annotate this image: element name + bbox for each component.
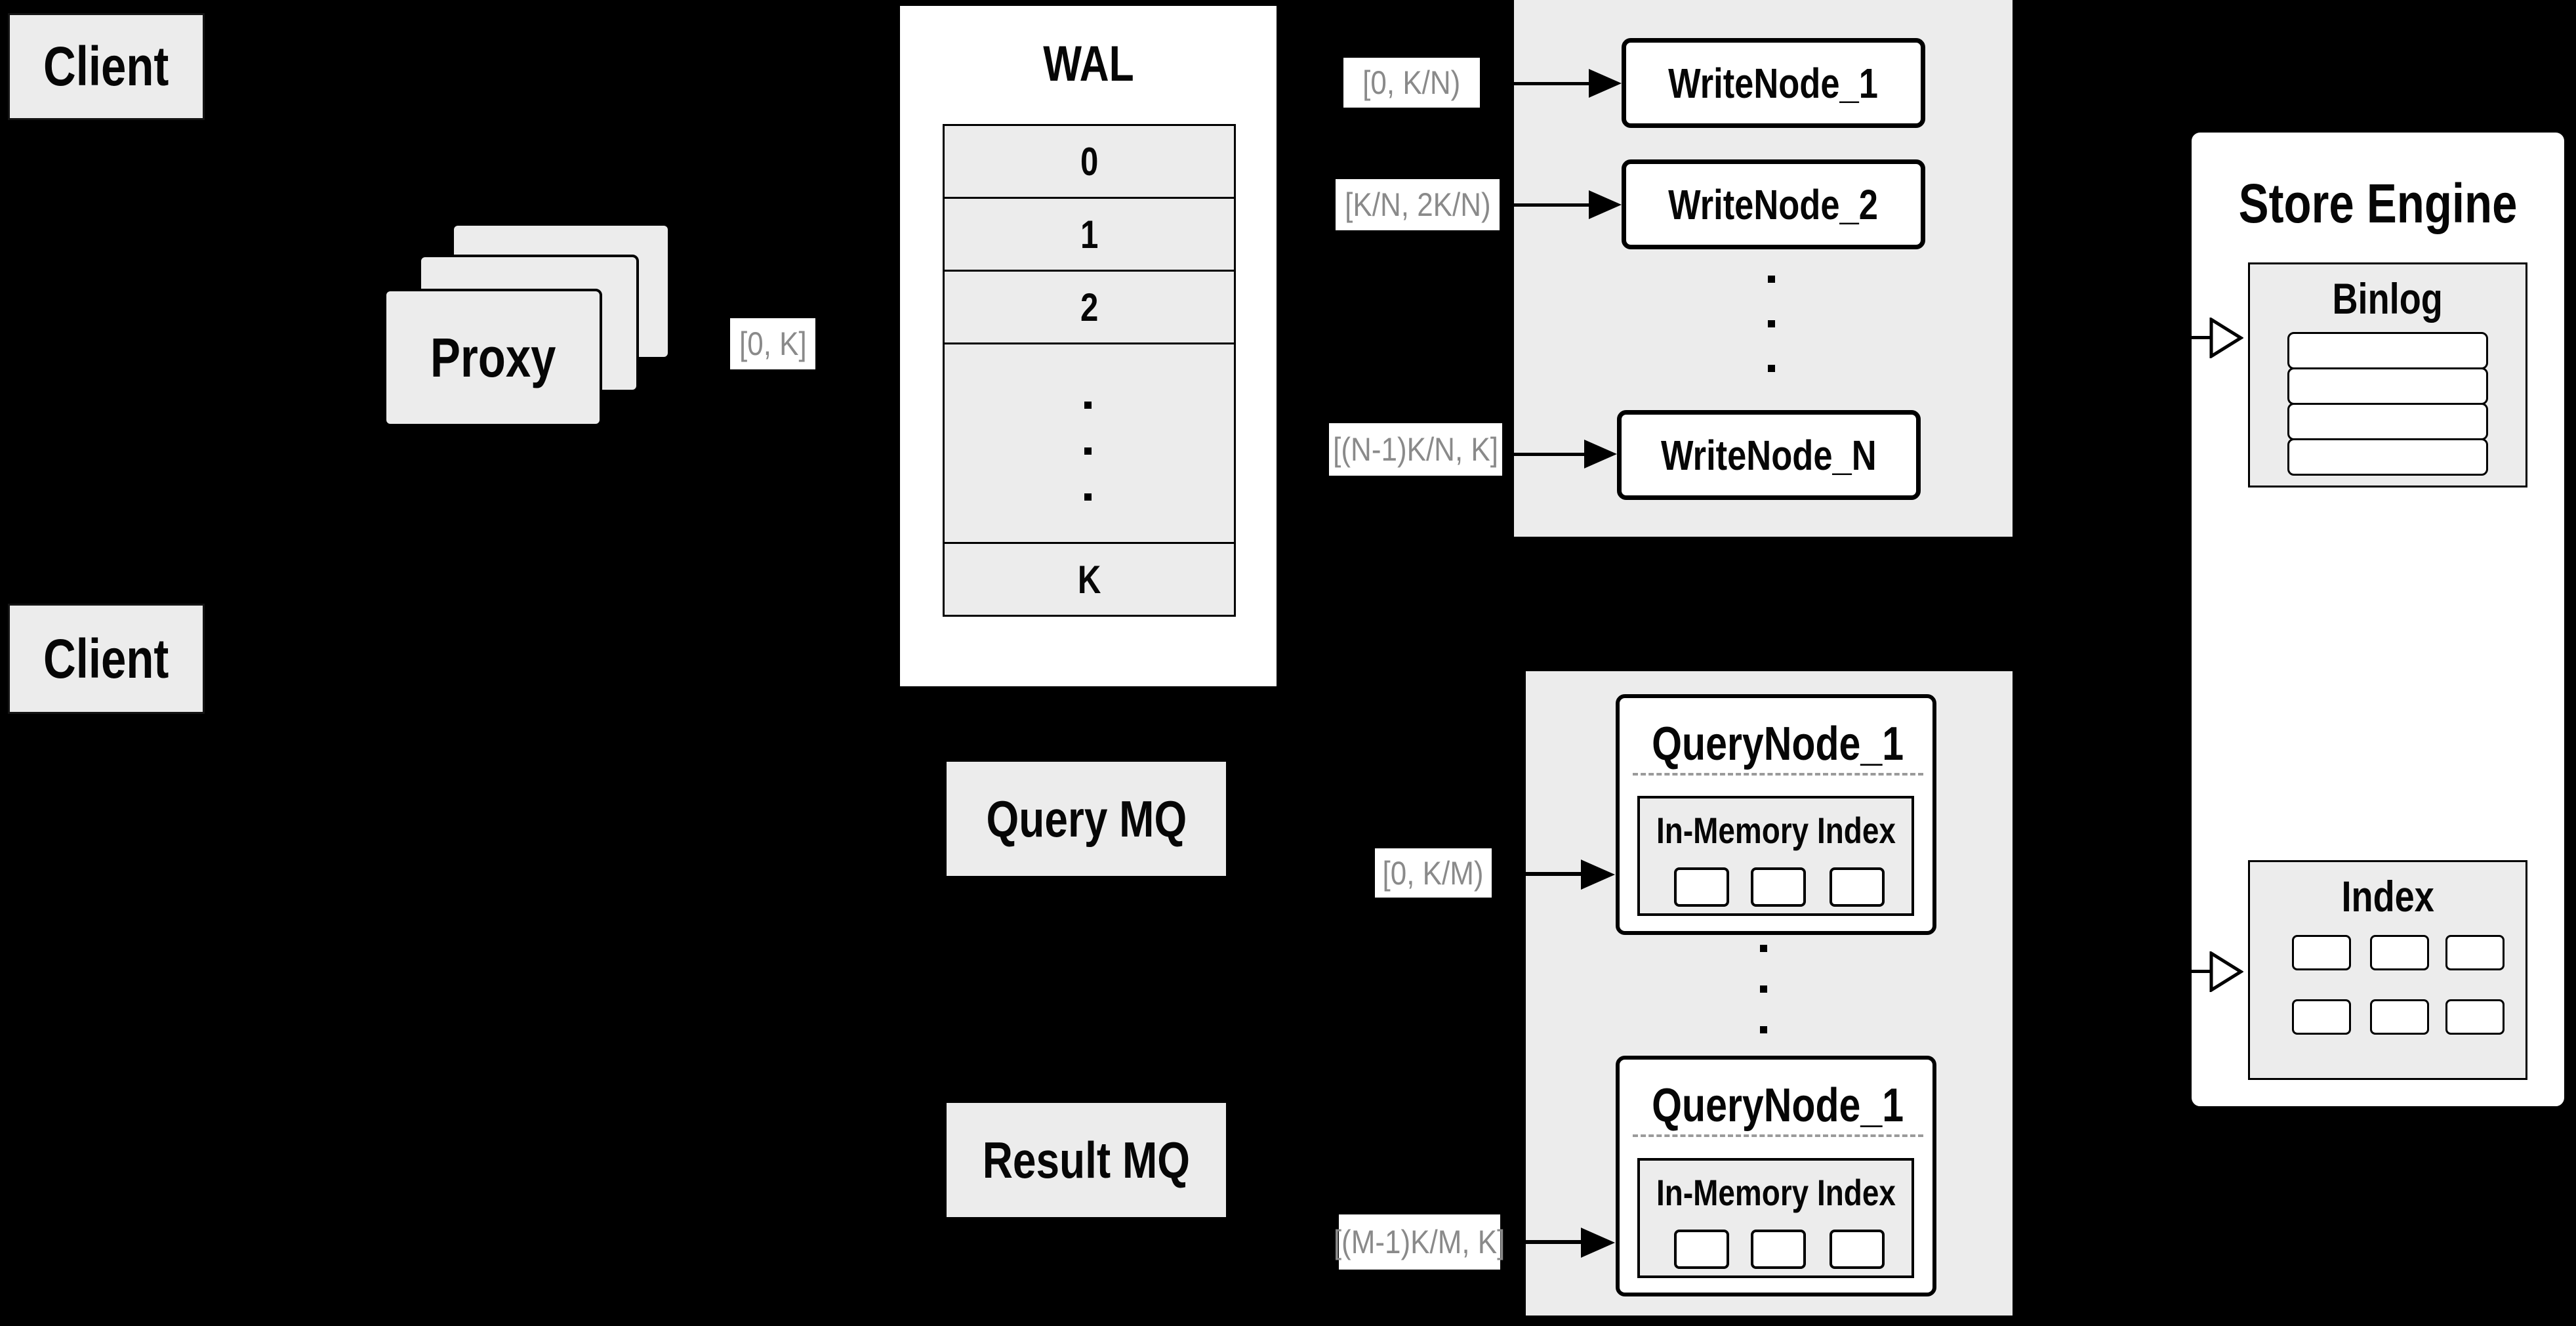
- arrow-icon: [1526, 872, 1582, 876]
- hollow-arrowhead-icon: [2209, 318, 2243, 358]
- arrowhead-icon: [1581, 1228, 1615, 1258]
- hollow-arrowhead-icon: [2209, 951, 2243, 992]
- segment-chip: [1830, 1230, 1885, 1269]
- wal-title-wrap: WAL: [898, 28, 1278, 100]
- arrowhead-icon: [1589, 190, 1622, 219]
- wal-row-0: 0: [943, 124, 1236, 199]
- querynode-ellipsis-dot: [1760, 1026, 1767, 1033]
- querynode-1-title-wrap: QueryNode_1: [1652, 718, 1904, 770]
- arrowhead-icon: [1581, 860, 1615, 890]
- index-chip: [2370, 999, 2429, 1035]
- binlog-rows: [2287, 332, 2488, 476]
- in-memory-index-title-wrap: In-Memory Index: [1656, 1171, 1896, 1213]
- arrow-icon: [1526, 1240, 1582, 1244]
- dashed-separator: [1633, 1134, 1923, 1137]
- writenode-n: WriteNode_N: [1617, 410, 1921, 500]
- segment-chip: [1751, 867, 1806, 907]
- proxy-label: Proxy: [430, 326, 556, 388]
- wal-row-k: K: [943, 542, 1236, 617]
- wal-ellipsis-dot: [1084, 402, 1092, 409]
- range-label-write-n: [(N-1)K/N, K]: [1329, 423, 1502, 476]
- range-label-write-1: [0, K/N): [1343, 58, 1480, 108]
- wal-title: WAL: [1042, 35, 1134, 92]
- wal-ellipsis-dot: [1084, 447, 1092, 455]
- segment-chip: [1830, 867, 1885, 907]
- binlog-row: [2287, 438, 2488, 476]
- querynode-1: QueryNode_1 In-Memory Index: [1616, 694, 1936, 935]
- binlog-row: [2287, 403, 2488, 440]
- dashed-separator: [1633, 773, 1923, 776]
- in-memory-index-title-wrap: In-Memory Index: [1656, 809, 1896, 851]
- index-box: Index: [2248, 860, 2527, 1080]
- result-mq-node: Result MQ: [947, 1103, 1226, 1217]
- range-label-write-2: [K/N, 2K/N): [1336, 179, 1500, 230]
- client-top-label: Client: [43, 35, 169, 97]
- client-node-bottom: Client: [8, 604, 205, 714]
- segment-chip: [1751, 1230, 1806, 1269]
- arrowhead-icon: [1584, 440, 1617, 468]
- index-chip: [2370, 935, 2429, 970]
- segment-chip: [1674, 1230, 1729, 1269]
- writenode-ellipsis-dot: [1768, 320, 1775, 327]
- index-chip: [2445, 935, 2504, 970]
- range-label-query-m: [(M-1)K/M, K]: [1334, 1214, 1505, 1270]
- in-memory-index-box: In-Memory Index: [1637, 796, 1914, 916]
- wal-row-ellipsis: [943, 342, 1236, 544]
- writenode-ellipsis-dot: [1768, 276, 1775, 283]
- store-engine-title-wrap: Store Engine: [2238, 172, 2518, 234]
- client-node-top: Client: [8, 13, 205, 120]
- binlog-row: [2287, 332, 2488, 369]
- writenode-2: WriteNode_2: [1622, 159, 1925, 249]
- index-chip: [2445, 999, 2504, 1035]
- querynode-2-title-wrap: QueryNode_1: [1652, 1079, 1904, 1132]
- range-label-query-1: [0, K/M): [1375, 848, 1492, 898]
- arrow-icon: [1514, 453, 1590, 456]
- querynode-2: QueryNode_1 In-Memory Index: [1616, 1056, 1936, 1296]
- binlog-box: Binlog: [2248, 262, 2527, 487]
- arrow-icon: [2190, 336, 2212, 339]
- wal-ellipsis-dot: [1084, 493, 1092, 501]
- arrowhead-icon: [1589, 69, 1622, 98]
- client-bottom-label: Client: [43, 627, 169, 690]
- in-memory-index-box-2: In-Memory Index: [1637, 1158, 1914, 1278]
- range-label-0-k: [0, K]: [730, 318, 815, 369]
- index-chip: [2292, 935, 2351, 970]
- wal-table: 0 1 2 K: [943, 124, 1236, 617]
- arrow-icon: [1514, 82, 1590, 85]
- index-title-wrap: Index: [2341, 872, 2434, 921]
- querynode-ellipsis-dot: [1760, 985, 1767, 993]
- arrow-icon: [2190, 970, 2212, 973]
- binlog-row: [2287, 367, 2488, 405]
- writenode-ellipsis-dot: [1768, 365, 1775, 372]
- writenode-1: WriteNode_1: [1622, 38, 1925, 128]
- segment-chip: [1674, 867, 1729, 907]
- binlog-title-wrap: Binlog: [2332, 274, 2443, 323]
- proxy-node: Proxy: [384, 289, 602, 426]
- querynode-ellipsis-dot: [1760, 945, 1767, 952]
- index-chip: [2292, 999, 2351, 1035]
- query-mq-node: Query MQ: [947, 762, 1226, 876]
- arrow-icon: [1514, 203, 1590, 207]
- wal-row-2: 2: [943, 270, 1236, 344]
- wal-row-1: 1: [943, 197, 1236, 272]
